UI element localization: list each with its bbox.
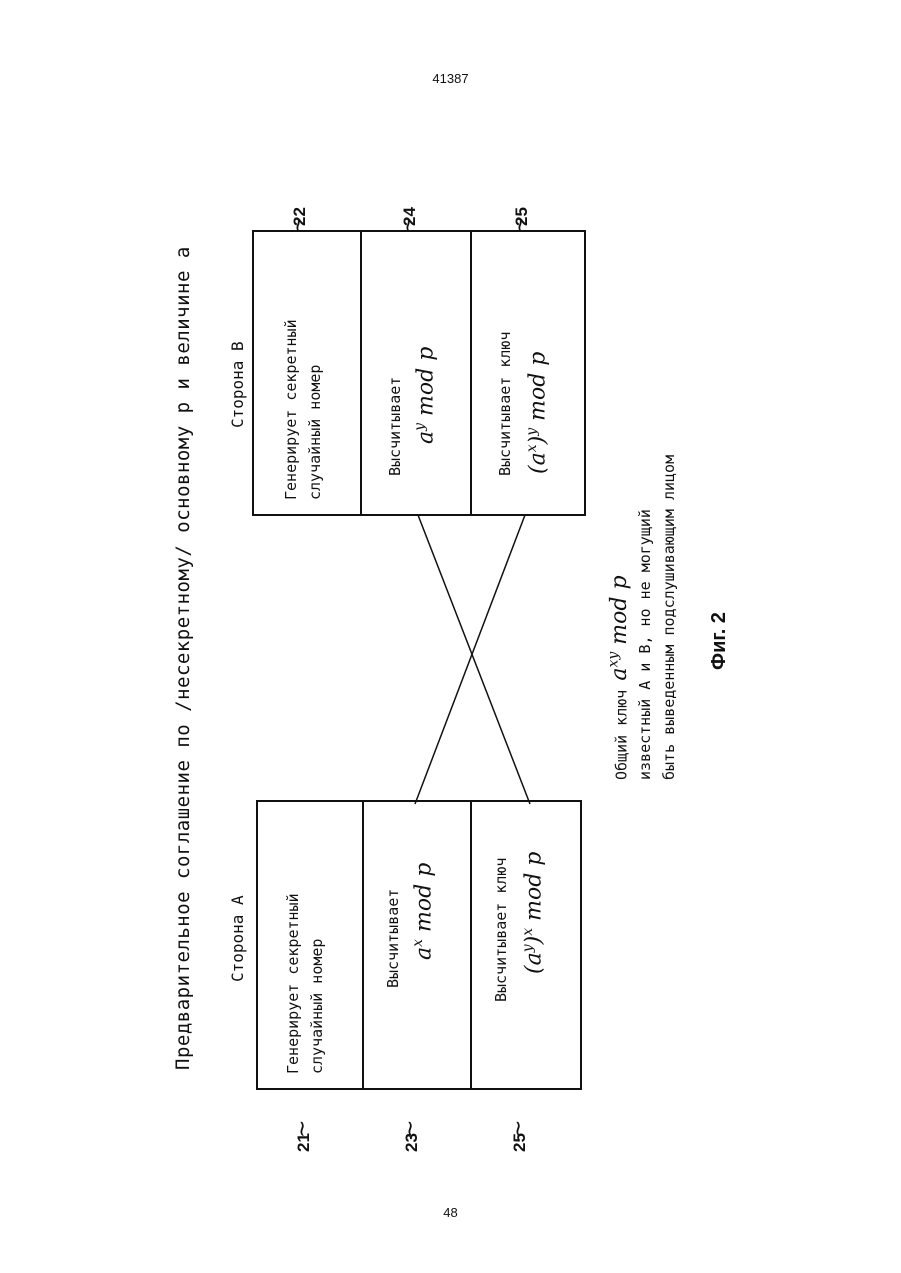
patent-figure: Предварительное соглашение по /несекретн… — [140, 40, 760, 1200]
side-b-key-formula: (ax)y mod p — [524, 352, 550, 474]
side-b-ref-22: 22 — [290, 207, 310, 226]
side-b-key-label: Высчитывает ключ — [494, 332, 516, 477]
side-b-ref-24: 24 — [400, 207, 420, 226]
figure-caption: Фиг. 2 — [708, 612, 731, 670]
cross-line-b-to-a — [418, 515, 530, 804]
side-b-box: Генерирует секретный случайный номер Выс… — [252, 230, 586, 516]
side-b-generate-line2: случайный номер — [304, 365, 326, 500]
side-b-ref-25: 25 — [512, 207, 532, 226]
side-b-generate-line1: Генерирует секретный — [280, 319, 302, 500]
side-b-row-generate: Генерирует секретный случайный номер — [254, 232, 362, 514]
page-number-bottom: 48 — [0, 1205, 901, 1220]
cross-line-a-to-b — [415, 515, 525, 804]
side-b-row-key: Высчитывает ключ (ax)y mod p — [472, 232, 584, 514]
footer-line1: Общий ключ axy mod p — [606, 575, 632, 780]
footer-line2: известный А и В, но не могущий — [636, 509, 654, 780]
side-b-label: Сторона В — [228, 341, 247, 428]
side-b-compute-label: Высчитывает — [384, 377, 406, 476]
side-b-row-compute: Высчитывает ay mod p — [362, 232, 472, 514]
footer-line3: быть выведенным подслушивающим лицом — [660, 455, 678, 780]
side-b-compute-formula: ay mod p — [412, 347, 438, 444]
